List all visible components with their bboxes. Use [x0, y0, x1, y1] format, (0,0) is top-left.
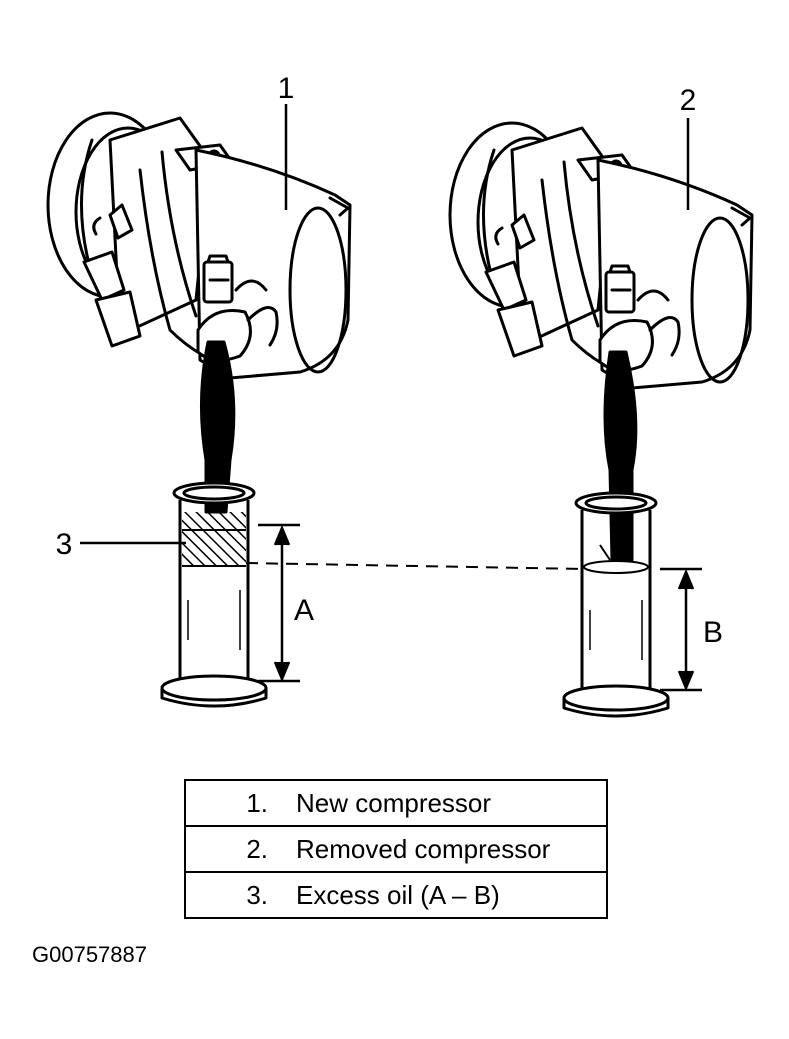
dimension-a-label: A	[294, 594, 314, 627]
legend-row: 3. Excess oil (A – B)	[185, 871, 607, 918]
removed-compressor-oil-cylinder	[562, 491, 670, 718]
dimension-b-label: B	[703, 616, 723, 649]
callout-3-label: 3	[56, 528, 73, 561]
legend-number: 3.	[185, 871, 274, 918]
legend-row: 2. Removed compressor	[185, 825, 607, 872]
callout-leader-lines	[80, 104, 690, 545]
new-compressor-illustration	[46, 111, 352, 514]
dimension-b	[660, 567, 702, 692]
dimension-a	[258, 523, 300, 683]
legend-number: 2.	[185, 825, 274, 872]
legend-text: Excess oil (A – B)	[274, 871, 607, 918]
legend-table: 1. New compressor 2. Removed compressor …	[184, 779, 608, 919]
oil-level-reference-line	[245, 562, 585, 570]
callout-1-label: 1	[278, 72, 295, 105]
new-compressor-oil-cylinder	[160, 481, 268, 708]
figure-id: G00757887	[32, 942, 147, 967]
legend-text: Removed compressor	[274, 825, 607, 872]
legend-text: New compressor	[296, 787, 492, 818]
legend-row: 1. New compressor	[185, 780, 607, 826]
removed-compressor-illustration	[448, 121, 754, 562]
callout-2-label: 2	[680, 84, 697, 117]
legend-number: 1.	[246, 787, 268, 818]
